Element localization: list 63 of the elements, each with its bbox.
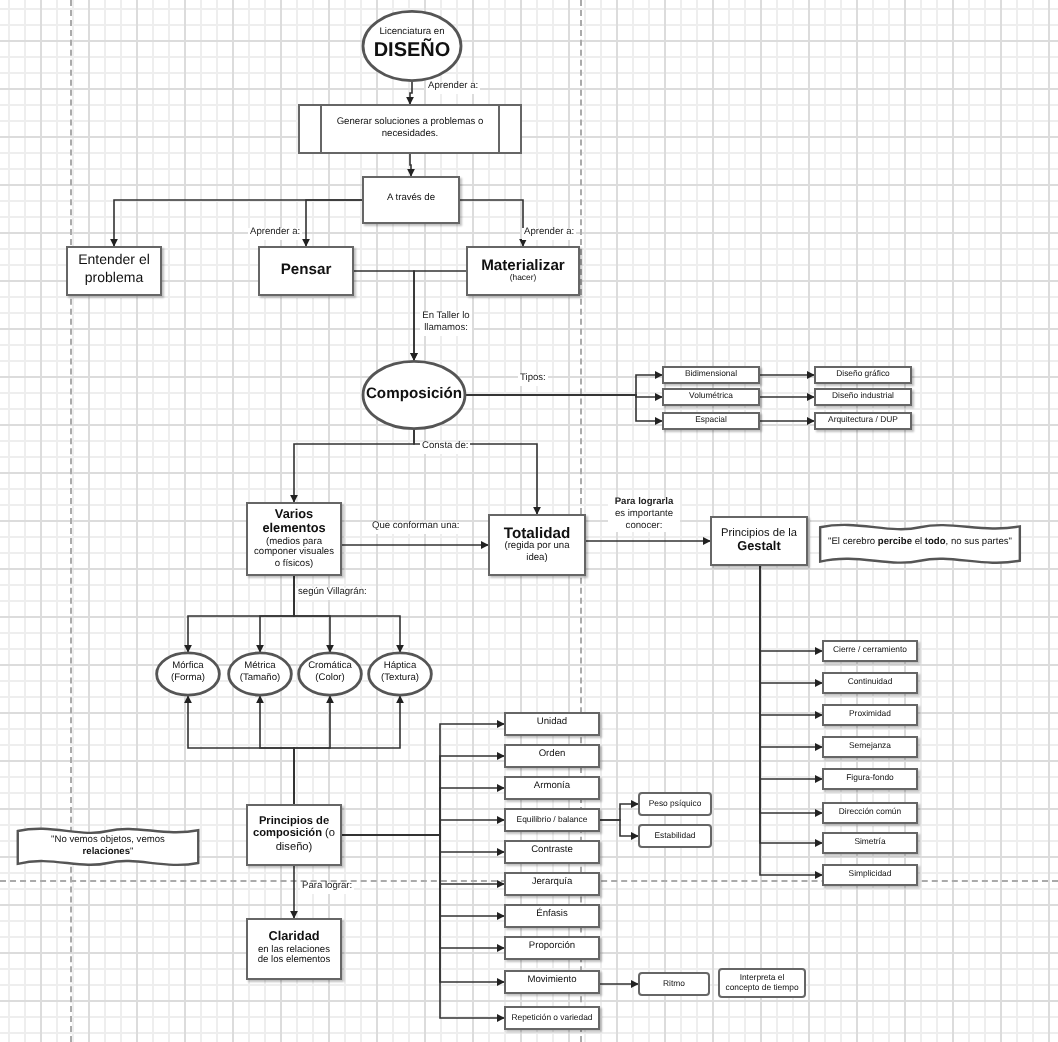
rounded-box	[638, 824, 712, 848]
process-box	[822, 672, 918, 694]
process-box	[814, 388, 912, 406]
wavy-note	[816, 522, 1024, 566]
process-box	[504, 1006, 600, 1030]
process-box	[822, 704, 918, 726]
ellipse-node	[362, 10, 462, 82]
arrow	[341, 834, 505, 1022]
arrow	[407, 153, 415, 177]
arrow	[290, 865, 298, 919]
rounded-box	[638, 792, 712, 816]
ellipse-node	[228, 652, 292, 696]
process-box	[814, 412, 912, 430]
ellipse-node	[368, 652, 432, 696]
process-box	[466, 246, 580, 296]
process-box	[504, 712, 600, 736]
process-box	[662, 412, 760, 430]
rounded-box	[638, 972, 710, 996]
process-box	[66, 246, 162, 296]
wavy-note	[14, 826, 202, 868]
process-box	[662, 388, 760, 406]
process-box	[504, 970, 600, 994]
arrow	[599, 980, 639, 988]
arrow	[759, 417, 815, 425]
process-box	[504, 840, 600, 864]
process-box	[298, 104, 522, 154]
ellipse-node	[156, 652, 220, 696]
rounded-box	[718, 968, 806, 998]
ellipse-node	[298, 652, 362, 696]
process-box	[504, 936, 600, 960]
process-box	[246, 918, 342, 980]
process-box	[822, 802, 918, 824]
process-box	[662, 366, 760, 384]
process-box	[822, 864, 918, 886]
process-box	[246, 502, 342, 576]
process-box	[258, 246, 354, 296]
arrow	[759, 371, 815, 379]
node-subtext: DISEÑO	[373, 40, 451, 63]
process-box	[504, 808, 600, 832]
process-box	[822, 640, 918, 662]
process-box	[504, 744, 600, 768]
ellipse-node	[362, 360, 466, 430]
arrow	[585, 537, 711, 545]
process-box	[504, 872, 600, 896]
process-box	[362, 176, 460, 224]
arrow	[465, 394, 663, 425]
process-box	[246, 804, 342, 866]
arrow	[302, 199, 363, 247]
process-box	[710, 516, 808, 566]
process-box	[504, 776, 600, 800]
process-box	[504, 904, 600, 928]
process-box	[822, 768, 918, 790]
arrow	[341, 541, 489, 549]
process-box	[822, 832, 918, 854]
process-box	[822, 736, 918, 758]
arrow	[410, 270, 467, 361]
arrow	[293, 695, 404, 805]
arrow	[759, 393, 815, 401]
arrow	[406, 81, 414, 105]
process-box	[814, 366, 912, 384]
arrow	[599, 819, 639, 840]
arrow	[459, 199, 527, 247]
process-box	[488, 514, 586, 576]
